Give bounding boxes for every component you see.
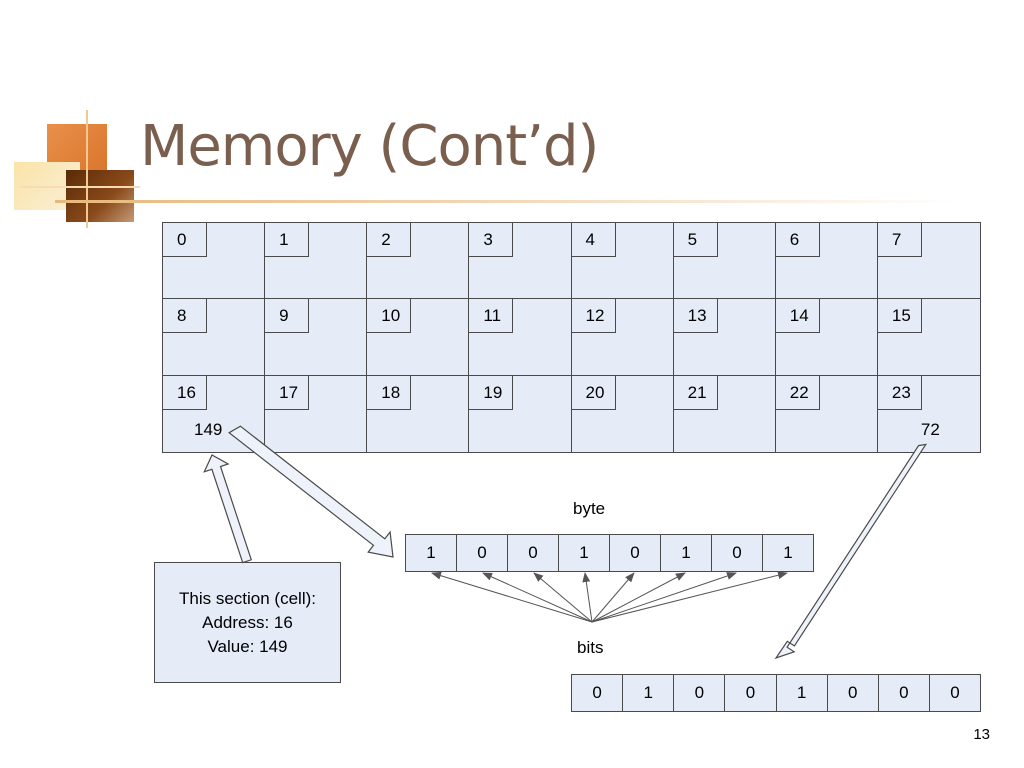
memory-cell: 20: [571, 375, 674, 452]
cell-address: 13: [673, 299, 718, 334]
memory-cell: 1: [265, 223, 368, 300]
slide-number: 13: [973, 726, 990, 743]
bit-pointer-arrow: [591, 572, 635, 623]
memory-cell: 8: [163, 299, 266, 376]
memory-cell: 18: [367, 375, 470, 452]
bit-cell: 0: [674, 675, 726, 711]
bit-cell: 1: [661, 535, 712, 571]
memory-cell: 14: [775, 299, 878, 376]
memory-cell: 4: [571, 223, 674, 300]
memory-cell: 12: [571, 299, 674, 376]
cell-address: 12: [571, 299, 616, 334]
ornament-horizontal-line: [20, 186, 140, 188]
cell-address: 21: [673, 375, 718, 410]
memory-cell: 10: [367, 299, 470, 376]
cell-value: 72: [920, 419, 940, 439]
bit-pointer-arrow: [533, 572, 593, 623]
byte-label: byte: [573, 499, 606, 518]
cell-address: 5: [673, 223, 718, 257]
memory-cell: 3: [469, 223, 572, 300]
cell-address: 2: [367, 223, 412, 257]
bit-cell: 0: [828, 675, 879, 711]
bit-pointer-arrow: [591, 571, 788, 623]
cell-address: 10: [367, 299, 412, 334]
bit-cell: 1: [777, 675, 828, 711]
memory-cell: 9: [265, 299, 368, 376]
block-arrow-to-byte: [228, 425, 394, 558]
bit-pointer-arrow: [591, 572, 737, 623]
bit-cell: 0: [879, 675, 930, 711]
memory-cell: 17: [265, 375, 368, 452]
bit-cell: 0: [725, 675, 777, 711]
bit-cell: 0: [610, 535, 661, 571]
cell-address: 11: [469, 299, 514, 334]
ornament-vertical-line: [86, 110, 88, 228]
bit-cell: 1: [783, 543, 793, 562]
bit-pointer-arrow: [482, 572, 593, 623]
bit-cell: 1: [623, 675, 675, 711]
cell-address: 20: [571, 375, 616, 410]
cell-address: 18: [367, 375, 412, 410]
cell-address: 6: [775, 223, 820, 257]
memory-cell: 13: [673, 299, 776, 376]
callout-line: Value: 149: [207, 637, 288, 656]
memory-cell: 6: [775, 223, 878, 300]
cell-address: 3: [469, 223, 514, 257]
cell-address: 9: [265, 299, 310, 334]
byte-row: 1 0 0 1 0 1 0 1: [405, 534, 814, 572]
block-arrow-to-cell: [203, 454, 253, 564]
cell-address: 8: [163, 299, 207, 334]
bit-cell: 0: [457, 535, 508, 571]
memory-grid: 0 1 2 3 4 5 6 7 8 9 10 11 12 13 14 15 16…: [162, 222, 981, 453]
memory-cell: 19: [469, 375, 572, 452]
memory-cell: 0: [163, 223, 266, 300]
slide-title: Memory (Cont’d): [140, 114, 599, 179]
cell-address: 7: [877, 223, 922, 257]
bit-cell: 1: [559, 535, 610, 571]
bit-cell: 0: [508, 535, 559, 571]
memory-cell: 15: [877, 299, 980, 376]
bits-label: bits: [577, 638, 604, 657]
memory-cell: 11: [469, 299, 572, 376]
memory-cell: 21: [673, 375, 776, 452]
cell-address: 22: [775, 375, 820, 410]
bit-pointer-arrow: [591, 572, 686, 623]
cell-address: 23: [877, 375, 922, 410]
cell-callout: This section (cell): Address: 16 Value: …: [154, 562, 341, 683]
cell-address: 0: [163, 223, 207, 257]
bit-cell: 0: [950, 683, 960, 702]
callout-line: Address: 16: [202, 613, 293, 632]
ornament-dark-square: [66, 170, 134, 222]
cell-address: 14: [775, 299, 820, 334]
title-underline: [55, 200, 960, 203]
cell-address: 4: [571, 223, 616, 257]
cell-address: 1: [265, 223, 310, 257]
bit-cell: 0: [712, 535, 763, 571]
cell-address: 17: [265, 375, 310, 410]
memory-cell: 5: [673, 223, 776, 300]
memory-cell: 2: [367, 223, 470, 300]
bit-cell: 1: [406, 535, 457, 571]
cell-value: 149: [194, 419, 223, 439]
bit-pointer-arrow: [582, 572, 593, 623]
cell-address: 19: [469, 375, 514, 410]
callout-line: This section (cell):: [179, 589, 316, 608]
memory-cell: 22: [775, 375, 878, 452]
cell-address: 15: [877, 299, 922, 334]
second-byte-row: 0 1 0 0 1 0 0 0: [571, 674, 981, 712]
cell-address: 16: [163, 375, 207, 410]
memory-cell: 7: [877, 223, 980, 300]
bit-cell: 0: [572, 675, 624, 711]
block-arrow-to-second-byte: [774, 443, 928, 660]
title-ornament: [0, 0, 140, 240]
bit-pointer-arrow: [431, 571, 593, 623]
bit-pointer-arrows: [431, 571, 788, 623]
